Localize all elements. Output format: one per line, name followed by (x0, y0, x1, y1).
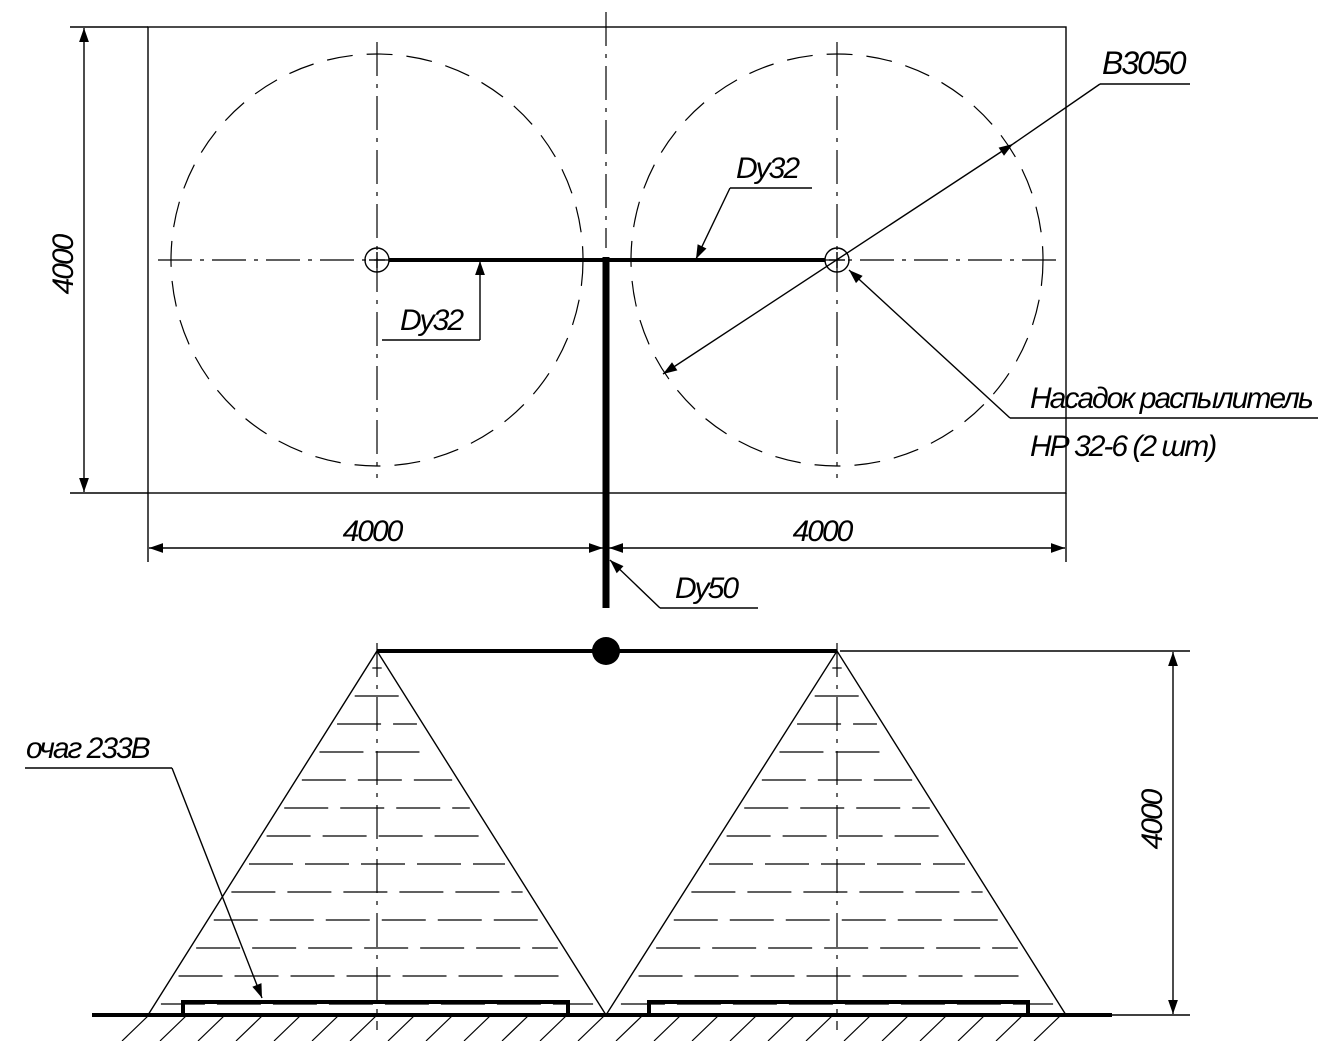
elevation-view: 4000 очаг 233В (25, 637, 1190, 1041)
leader-main-pipe: Dy50 (609, 559, 758, 609)
dimension-height-label: 4000 (1136, 788, 1169, 849)
fire-label: очаг 233В (26, 732, 150, 765)
ground-hatching (121, 1015, 1061, 1041)
branch-right-label: Dy32 (736, 152, 800, 185)
spray-cone-left (147, 643, 607, 1030)
fire-tray-left (181, 1000, 570, 1015)
riser-node (592, 637, 620, 665)
dimension-room-length: 4000 4000 (147, 493, 1067, 562)
nozzle-label-line1: Насадок распылитель (1030, 382, 1313, 415)
spray-cone-right (605, 643, 1067, 1030)
coverage-label: В3050 (1102, 45, 1187, 81)
leader-branch-right: Dy32 (695, 152, 812, 260)
fire-tray-right (647, 1000, 1030, 1015)
dimension-right-span-label: 4000 (793, 515, 854, 548)
dimension-left-span-label: 4000 (343, 515, 404, 548)
nozzle-left (364, 247, 390, 273)
branch-left-label: Dy32 (400, 304, 464, 337)
leader-nozzle: Насадок распылитель НР 32-6 (2 шт) (848, 269, 1318, 463)
dimension-room-width: 4000 (47, 26, 148, 494)
leader-fire: очаг 233В (25, 732, 263, 999)
leader-coverage: В3050 (662, 45, 1190, 375)
nozzle-label-line2: НР 32-6 (2 шт) (1030, 430, 1216, 463)
dimension-room-width-label: 4000 (47, 233, 80, 294)
main-pipe-label: Dy50 (675, 572, 739, 605)
leader-branch-left: Dy32 (382, 261, 485, 341)
dimension-height: 4000 (840, 650, 1190, 1016)
plan-view: 4000 4000 4000 Dy32 Dy32 В305 (47, 12, 1318, 609)
